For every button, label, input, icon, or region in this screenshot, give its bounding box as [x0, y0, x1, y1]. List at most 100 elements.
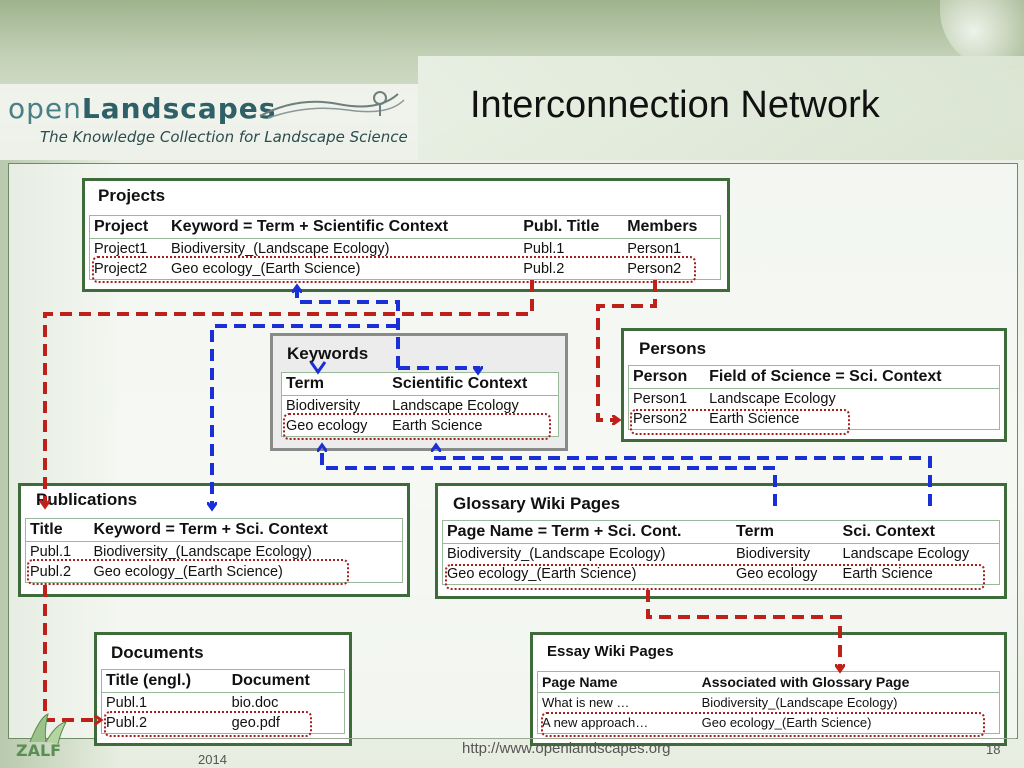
footer-divider: [140, 738, 1016, 739]
publications-table: Title Keyword = Term + Sci. Context Publ…: [25, 518, 403, 583]
table-header: Scientific Context: [388, 372, 559, 396]
table-cell: Person1: [633, 391, 688, 407]
zalf-logo-icon: ZALF: [16, 713, 67, 760]
table-header: Page Name: [537, 671, 698, 693]
table-cell: Publ.1: [30, 544, 72, 560]
table-cell: Biodiversity_(Landscape Ecology): [93, 544, 312, 560]
table-header: Keyword = Term + Sci. Context: [89, 518, 403, 542]
table-header-row: Project Keyword = Term + Scientific Cont…: [89, 215, 721, 239]
table-cell: Geo ecology: [286, 418, 368, 434]
table-cell: Geo ecology_(Earth Science): [701, 715, 872, 730]
highlight-glossary-row: [445, 564, 985, 590]
table-cell: Publ.2: [30, 564, 72, 580]
table-header: Associated with Glossary Page: [697, 671, 1000, 693]
link-glossary-to-essay: [646, 590, 840, 670]
table-cell: Biodiversity_(Landscape Ecology): [701, 695, 898, 710]
table-header-row: Title Keyword = Term + Sci. Context: [25, 518, 403, 542]
table-cell: Project1: [94, 241, 148, 257]
table-cell: Biodiversity: [735, 546, 811, 562]
glossary-title: Glossary Wiki Pages: [453, 494, 621, 513]
table-cell: What is new …: [542, 695, 630, 710]
table-header: Page Name = Term + Sci. Cont.: [442, 520, 732, 544]
table-cell: Earth Science: [392, 418, 483, 434]
persons-table: Person Field of Science = Sci. Context P…: [628, 365, 1000, 430]
table-cell: Geo ecology_(Earth Science): [171, 261, 361, 277]
table-row: Person1 Landscape Ecology: [629, 389, 1000, 410]
table-header: Document: [227, 669, 345, 693]
publications-title: Publications: [36, 490, 138, 509]
tagline: The Knowledge Collection for Landscape S…: [40, 128, 408, 146]
arrowhead-keywords-term: [309, 361, 327, 375]
table-cell: Person1: [627, 241, 682, 257]
documents-title: Documents: [111, 643, 204, 662]
logo-suffix: Landscapes: [81, 92, 277, 125]
highlight-persons-row: [630, 409, 850, 435]
svg-text:ZALF: ZALF: [16, 741, 61, 760]
table-cell: A new approach…: [542, 715, 649, 730]
table-cell: Landscape Ecology: [842, 546, 970, 562]
link-keywords-context: [398, 366, 478, 372]
table-row: A new approach… Geo ecology_(Earth Scien…: [538, 713, 1000, 734]
table-header: Keyword = Term + Scientific Context: [167, 215, 520, 239]
glossary-box: Glossary Wiki Pages Page Name = Term + S…: [435, 483, 1007, 599]
table-header: Members: [623, 215, 721, 239]
glossary-table: Page Name = Term + Sci. Cont. Term Sci. …: [442, 520, 1000, 585]
persons-box: Persons Person Field of Science = Sci. C…: [621, 328, 1007, 442]
table-header: Sci. Context: [838, 520, 1000, 544]
table-header: Person: [628, 365, 706, 389]
logo-area: [0, 84, 418, 160]
table-cell: Geo ecology_(Earth Science): [447, 566, 637, 582]
footer-year: 2014: [198, 752, 227, 767]
table-header-row: Person Field of Science = Sci. Context: [628, 365, 1000, 389]
table-row: Person2 Earth Science: [629, 409, 1000, 430]
table-row: Project2 Geo ecology_(Earth Science) Pub…: [90, 259, 721, 280]
table-cell: Publ.2: [523, 261, 565, 277]
logo: openLandscapes: [8, 92, 276, 125]
table-cell: bio.doc: [231, 695, 279, 711]
table-header: Publ. Title: [519, 215, 624, 239]
projects-title: Projects: [98, 186, 166, 205]
essay-title: Essay Wiki Pages: [547, 643, 674, 660]
keywords-box: Keywords Term Scientific Context Biodive…: [270, 333, 568, 451]
table-row: Project1 Biodiversity_(Landscape Ecology…: [90, 239, 721, 260]
table-header-row: Page Name Associated with Glossary Page: [537, 671, 1000, 693]
table-header: Term: [281, 372, 389, 396]
highlight-keywords-row: [283, 413, 551, 440]
link-publications-to-documents: [43, 585, 100, 720]
highlight-documents-row: [104, 711, 312, 737]
table-header: Term: [731, 520, 839, 544]
table-cell: Person2: [627, 261, 682, 277]
table-row: Publ.2 geo.pdf: [102, 713, 345, 734]
logo-prefix: open: [8, 92, 82, 125]
link-keywords-to-publications: [212, 324, 398, 508]
documents-box: Documents Title (engl.) Document Publ.1 …: [94, 632, 352, 746]
table-header-row: Page Name = Term + Sci. Cont. Term Sci. …: [442, 520, 1000, 544]
page-title: Interconnection Network: [470, 84, 880, 126]
table-row: Publ.1 Biodiversity_(Landscape Ecology): [26, 542, 403, 563]
table-cell: Earth Science: [842, 566, 933, 582]
highlight-projects-row: [92, 256, 696, 283]
table-row: Biodiversity_(Landscape Ecology) Biodive…: [443, 544, 1000, 565]
link-project-publ-to-publications: [45, 280, 534, 506]
keywords-title: Keywords: [287, 344, 369, 363]
table-cell: geo.pdf: [231, 715, 280, 731]
table-header: Field of Science = Sci. Context: [705, 365, 1000, 389]
table-cell: Publ.1: [106, 695, 148, 711]
footer-url[interactable]: http://www.openlandscapes.org: [462, 740, 671, 757]
link-glossary-term-to-keywords: [322, 446, 777, 506]
link-project-person-to-persons: [596, 280, 657, 420]
table-header-row: Term Scientific Context: [281, 372, 559, 396]
page-number: 18: [986, 742, 1001, 757]
table-cell: Project2: [94, 261, 148, 277]
table-cell: Biodiversity: [286, 398, 361, 414]
table-row: Publ.1 bio.doc: [102, 693, 345, 714]
highlight-essay-row: [541, 712, 985, 737]
table-cell: Geo ecology: [735, 566, 818, 582]
highlight-publications-row: [27, 559, 349, 585]
table-row: Geo ecology_(Earth Science) Geo ecology …: [443, 564, 1000, 585]
table-row: Geo ecology Earth Science: [282, 416, 559, 437]
table-row: What is new … Biodiversity_(Landscape Ec…: [538, 693, 1000, 714]
table-cell: Publ.2: [106, 715, 148, 731]
essay-box: Essay Wiki Pages Page Name Associated wi…: [530, 632, 1007, 746]
title-panel: [418, 56, 1024, 160]
